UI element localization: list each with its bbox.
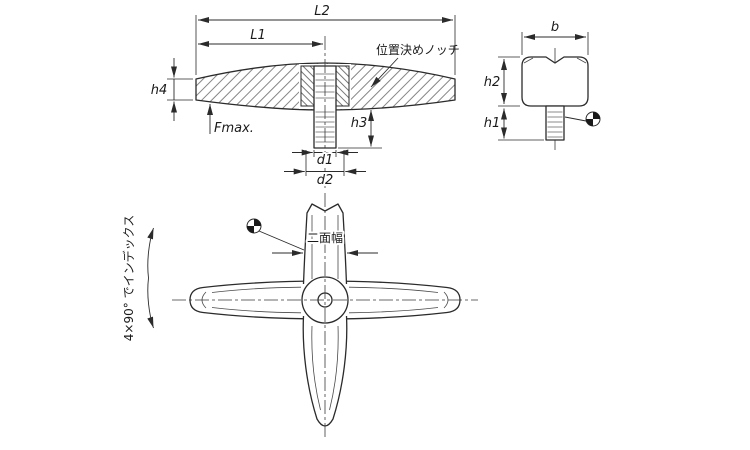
side-view: L2 L1 h4 Fmax. 位置決めノッチ	[149, 4, 460, 190]
end-view: b h2 h1	[482, 20, 601, 150]
datum-leader-line	[564, 116, 587, 122]
dimension-b: b	[521, 20, 589, 55]
dimension-h3: h3	[338, 110, 382, 149]
index-arrow-up	[147, 227, 154, 279]
handle-bar-inner-contours	[201, 286, 449, 314]
dim-label-h2: h2	[484, 75, 501, 90]
dim-label-L2: L2	[314, 4, 330, 19]
label-index: 4×90° でインデックス	[121, 215, 136, 341]
dim-label-h4: h4	[151, 83, 168, 98]
dim-label-h3: h3	[351, 116, 368, 131]
fmax-leader: Fmax.	[207, 104, 256, 138]
datum-quadrant-bl	[586, 119, 593, 126]
stud-end-thread-lines	[547, 111, 563, 138]
dimension-h4: h4	[149, 58, 193, 121]
datum-leader-line-top	[258, 230, 305, 251]
h2-extension-lines	[498, 56, 520, 107]
dim-label-L1: L1	[250, 28, 266, 43]
dimension-L1: L1	[198, 28, 323, 47]
dim-label-d2: d2	[317, 173, 334, 188]
end-view-body	[521, 56, 589, 107]
threaded-stud-end	[545, 105, 565, 141]
lower-lobe-inner-contours	[311, 325, 339, 411]
top-view: 二面幅 4×90° でインデックス	[121, 193, 478, 440]
label-positioning-notch: 位置決めノッチ	[376, 42, 460, 57]
end-view-chamfer-lines	[523, 57, 587, 64]
datum-quadrant-tr	[593, 112, 600, 119]
dimension-d2: d2	[284, 150, 366, 190]
dimension-h1: h1	[482, 108, 544, 141]
datum-quadrant-tr-top	[254, 219, 261, 226]
datum-target-top-view	[246, 218, 305, 251]
dim-label-b: b	[551, 20, 559, 35]
upper-lobe-flat-lines	[311, 215, 339, 279]
dimension-h2: h2	[482, 56, 520, 107]
h4-extension-lines	[167, 78, 193, 101]
d1-extension-lines	[313, 150, 337, 157]
index-annotation: 4×90° でインデックス	[121, 215, 154, 341]
notch-leader-arrow	[370, 57, 399, 88]
b-extension-lines	[521, 32, 589, 55]
dimension-d1: d1	[292, 149, 358, 170]
index-arrow-down	[147, 277, 154, 329]
L2-extension-lines	[195, 15, 456, 75]
notch-callout: 位置決めノッチ	[370, 42, 460, 88]
dim-label-h1: h1	[484, 116, 501, 131]
label-fmax: Fmax.	[214, 121, 254, 136]
label-width-across-flats: 二面幅	[307, 230, 343, 245]
datum-quadrant-bl-top	[247, 226, 254, 233]
dimension-width-across-flats: 二面幅	[272, 228, 378, 256]
datum-target-end-view	[564, 111, 601, 127]
dim-label-d1: d1	[317, 153, 334, 168]
dimension-L2: L2	[195, 4, 456, 75]
